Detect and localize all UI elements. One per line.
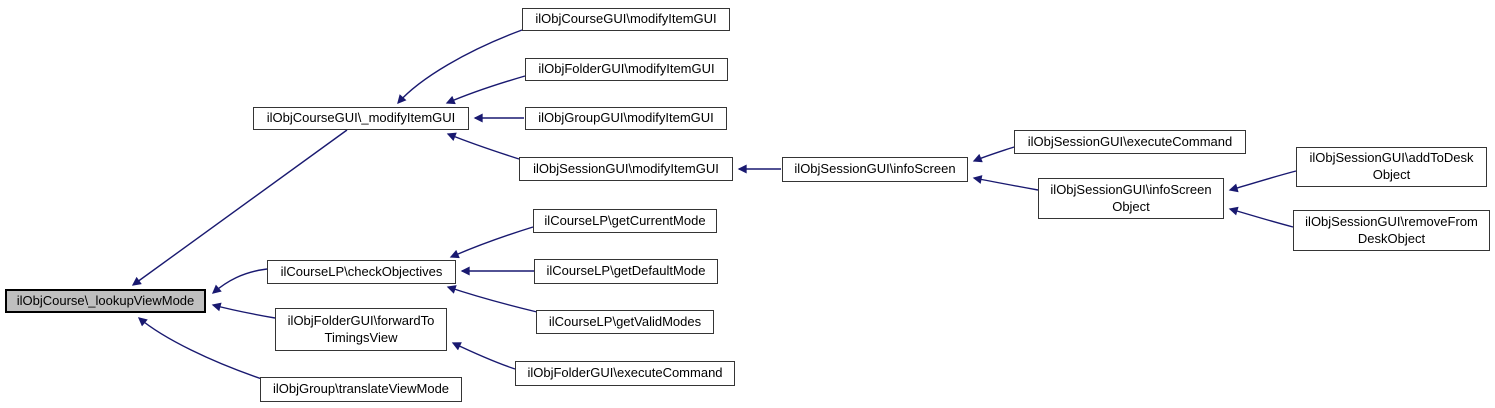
edge-session-modifyitemgui-to-course-internal-modifyitemgui bbox=[446, 132, 520, 160]
node-label: ilObjSessionGUI\executeCommand bbox=[1027, 133, 1233, 149]
node-label: ilObjCourse\_lookupViewMode bbox=[16, 292, 195, 308]
edge-courselp-checkobjectives-to-course-lookupviewmode bbox=[211, 268, 268, 294]
node-label: TimingsView bbox=[324, 329, 398, 345]
node-label: ilCourseLP\getValidModes bbox=[548, 313, 702, 329]
node-ilcourselp-getvalidmodes[interactable]: ilCourseLP\getValidModes bbox=[536, 310, 714, 334]
node-label: ilObjGroup\translateViewMode bbox=[272, 381, 450, 397]
edge-folder-executecommand-to-folder-forwardtotimingsview bbox=[451, 342, 516, 370]
node-ilobjgroupgui-modifyitemgui[interactable]: ilObjGroupGUI\modifyItemGUI bbox=[525, 107, 727, 130]
edge-session-removefromdeskobject-to-session-infoscreenobject bbox=[1228, 206, 1294, 228]
edge-course-modifyitemgui-to-course-internal-modifyitemgui bbox=[397, 29, 523, 105]
node-ilobjgroup-translateviewmode[interactable]: ilObjGroup\translateViewMode bbox=[260, 377, 462, 402]
node-ilobjsessiongui-addtodeskobject[interactable]: ilObjSessionGUI\addToDesk Object bbox=[1296, 147, 1487, 187]
node-ilobjfoldergui-executecommand[interactable]: ilObjFolderGUI\executeCommand bbox=[515, 361, 735, 386]
node-label: ilCourseLP\checkObjectives bbox=[280, 263, 443, 279]
edge-folder-forwardtotimingsview-to-course-lookupviewmode bbox=[211, 302, 276, 319]
node-ilobjfoldergui-modifyitemgui[interactable]: ilObjFolderGUI\modifyItemGUI bbox=[525, 58, 728, 81]
node-ilcourselp-getcurrentmode[interactable]: ilCourseLP\getCurrentMode bbox=[533, 209, 717, 233]
edge-session-executecommand-to-session-infoscreen bbox=[972, 146, 1015, 163]
node-label: ilCourseLP\getDefaultMode bbox=[546, 263, 706, 279]
node-label: ilObjSessionGUI\removeFrom bbox=[1305, 213, 1478, 229]
edge-session-infoscreenobject-to-session-infoscreen bbox=[972, 175, 1039, 191]
node-label: ilObjFolderGUI\forwardTo bbox=[287, 312, 435, 328]
node-ilobjsessiongui-removefromdeskobject[interactable]: ilObjSessionGUI\removeFrom DeskObject bbox=[1293, 210, 1490, 251]
node-ilobjcoursegui-internal-modifyitemgui[interactable]: ilObjCourseGUI\_modifyItemGUI bbox=[253, 107, 469, 130]
node-label: ilCourseLP\getCurrentMode bbox=[544, 212, 706, 228]
node-label: ilObjFolderGUI\executeCommand bbox=[527, 365, 723, 381]
node-ilobjsessiongui-executecommand[interactable]: ilObjSessionGUI\executeCommand bbox=[1014, 130, 1246, 154]
node-ilobjcourse-lookupviewmode-current: ilObjCourse\_lookupViewMode bbox=[5, 289, 206, 313]
node-label: Object bbox=[1372, 167, 1411, 182]
edge-courselp-getcurrentmode-to-courselp-checkobjectives bbox=[449, 226, 534, 259]
node-label: DeskObject bbox=[1357, 230, 1426, 246]
node-label: ilObjCourseGUI\modifyItemGUI bbox=[535, 11, 717, 27]
node-ilobjsessiongui-infoscreen[interactable]: ilObjSessionGUI\infoScreen bbox=[782, 157, 968, 182]
node-ilobjsessiongui-modifyitemgui[interactable]: ilObjSessionGUI\modifyItemGUI bbox=[519, 157, 733, 181]
node-label: ilObjCourseGUI\_modifyItemGUI bbox=[266, 110, 456, 126]
edge-folder-modifyitemgui-to-course-internal-modifyitemgui bbox=[445, 75, 526, 105]
node-ilobjfoldergui-forwardtotimingsview[interactable]: ilObjFolderGUI\forwardTo TimingsView bbox=[275, 308, 447, 351]
node-label: Object bbox=[1112, 198, 1150, 214]
node-ilcourselp-getdefaultmode[interactable]: ilCourseLP\getDefaultMode bbox=[534, 259, 718, 284]
node-ilcourselp-checkobjectives[interactable]: ilCourseLP\checkObjectives bbox=[267, 260, 456, 284]
node-ilobjcoursegui-modifyitemgui[interactable]: ilObjCourseGUI\modifyItemGUI bbox=[522, 8, 730, 31]
edge-courselp-getvalidmodes-to-courselp-checkobjectives bbox=[446, 285, 538, 313]
node-label: ilObjSessionGUI\infoScreen bbox=[794, 161, 956, 177]
node-label: ilObjSessionGUI\addToDesk bbox=[1309, 150, 1474, 166]
node-ilobjsessiongui-infoscreenobject[interactable]: ilObjSessionGUI\infoScreen Object bbox=[1038, 178, 1224, 219]
edge-session-addtodeskobject-to-session-infoscreenobject bbox=[1228, 170, 1297, 193]
edge-group-translateviewmode-to-course-lookupviewmode bbox=[137, 317, 263, 380]
node-label: ilObjSessionGUI\infoScreen bbox=[1050, 181, 1212, 197]
node-label: ilObjFolderGUI\modifyItemGUI bbox=[538, 61, 715, 77]
node-label: ilObjSessionGUI\modifyItemGUI bbox=[533, 160, 719, 176]
node-label: ilObjGroupGUI\modifyItemGUI bbox=[538, 110, 714, 126]
